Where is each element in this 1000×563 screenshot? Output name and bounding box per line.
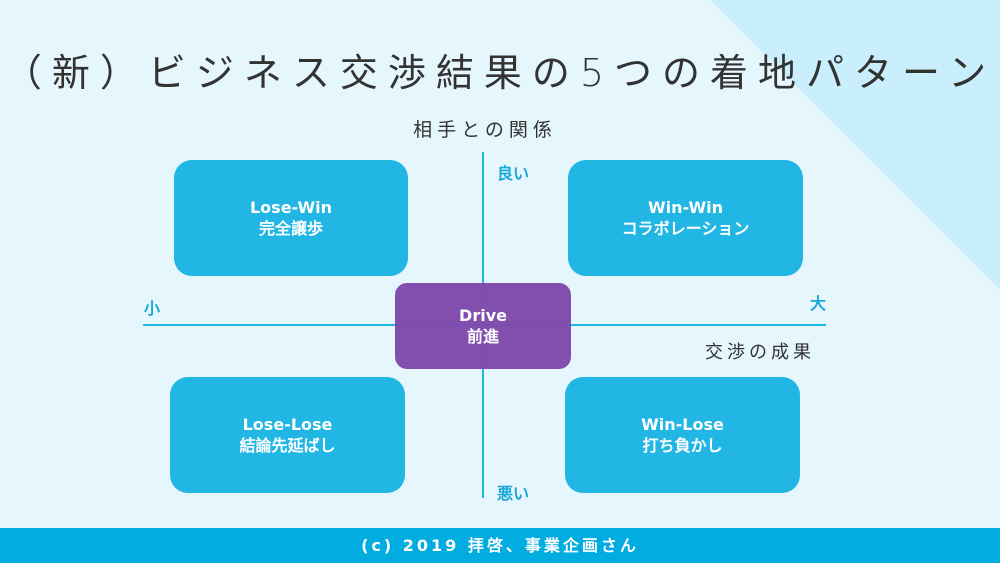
footer-copyright: (c) 2019 拝啓、事業企画さん bbox=[0, 528, 1000, 563]
center-drive: Drive 前進 bbox=[395, 283, 571, 369]
quadrant-title: Win-Win bbox=[648, 198, 723, 217]
y-axis-bottom-label: 悪い bbox=[497, 484, 530, 503]
y-axis-top-label: 良い bbox=[497, 164, 530, 183]
quadrant-lose-win: Lose-Win 完全譲歩 bbox=[174, 160, 408, 276]
y-axis-label: 相手との関係 bbox=[413, 119, 557, 141]
quadrant-win-lose: Win-Lose 打ち負かし bbox=[565, 377, 800, 493]
x-axis-label: 交渉の成果 bbox=[705, 342, 815, 363]
x-axis-left-label: 小 bbox=[144, 299, 161, 318]
x-axis-right-label: 大 bbox=[810, 294, 827, 313]
center-subtitle: 前進 bbox=[466, 327, 499, 346]
quadrant-subtitle: 結論先延ばし bbox=[239, 436, 336, 455]
quadrant-win-win: Win-Win コラボレーション bbox=[568, 160, 803, 276]
quadrant-title: Lose-Win bbox=[249, 198, 332, 217]
quadrant-subtitle: 完全譲歩 bbox=[258, 219, 323, 238]
quadrant-subtitle: 打ち負かし bbox=[642, 436, 723, 455]
quadrant-lose-lose: Lose-Lose 結論先延ばし bbox=[170, 377, 405, 493]
page-title: （新）ビジネス交渉結果の5つの着地パターン bbox=[3, 51, 997, 95]
quadrant-title: Win-Lose bbox=[641, 415, 724, 434]
quadrant-subtitle: コラボレーション bbox=[621, 219, 750, 238]
quadrant-title: Lose-Lose bbox=[242, 415, 333, 434]
center-title: Drive bbox=[459, 306, 507, 325]
